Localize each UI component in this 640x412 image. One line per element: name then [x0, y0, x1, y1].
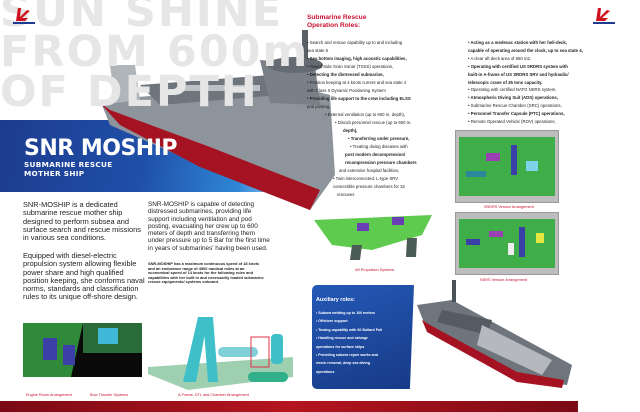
role-item: post modern decompression/	[345, 152, 406, 157]
role-item: • Operating with certified NATO NSRS sys…	[468, 87, 557, 93]
nsrs-plan-image	[455, 212, 559, 275]
roles-heading-1: Submarine Rescue	[307, 14, 367, 21]
hero-subtitle-2: MOTHER SHIP	[24, 169, 85, 178]
footer-bar	[0, 401, 578, 412]
caption-aft: Aft Propulsion Systems	[355, 268, 395, 272]
role-item: capable of operating around the clock, u…	[468, 47, 583, 53]
caption-engine: Engine Room Arrangement	[26, 393, 72, 397]
hero-title: SNR MOSHIP	[24, 136, 178, 161]
auxiliary-item: • Towing capability with 60 Bullard Pull	[316, 327, 383, 332]
role-item: recompression pressure chambers	[345, 160, 417, 165]
role-item: • Position keeping at 4 knots current an…	[307, 80, 407, 85]
intro-paragraph-3: SNR-MOSHIP is capable of detecting distr…	[148, 201, 270, 252]
auxiliary-item: operations	[316, 369, 335, 374]
role-item: • Towed Side Scan Sonar (TSSS) operation…	[307, 64, 394, 69]
auxiliary-item: • Subsea welding up to 100 meters	[316, 311, 375, 315]
auxiliary-roles-box: Auxiliary roles: • Subsea welding up to …	[312, 285, 414, 389]
caption-srdrs: SRDRS Version Arrangement	[484, 205, 534, 209]
auxiliary-heading: Auxiliary roles:	[316, 297, 355, 303]
brand-logo	[12, 6, 36, 26]
auxiliary-item: operations for surface ships	[316, 344, 365, 349]
engine-room-image	[23, 323, 142, 377]
role-item: • Transferring under pressure,	[348, 136, 410, 141]
intro-paragraph-4: SNR-MOSHIP has a maximum continuous spee…	[148, 261, 264, 285]
role-item: • Acting as a medevac station with her h…	[468, 40, 568, 45]
role-item: • Search and rescue capability up to and…	[307, 40, 403, 45]
aft-propulsion-image	[314, 215, 432, 260]
role-item: pod posting,	[307, 104, 331, 109]
role-item: • Detecting the distressed submarine,	[307, 72, 384, 77]
intro-paragraph-2: Equipped with diesel-electric propulsion…	[23, 251, 145, 302]
auxiliary-item: • Handling rescue and salvage	[316, 336, 368, 341]
background-headline-2: FROM 600m	[0, 27, 310, 77]
role-item: and extensive hospital facilities,	[339, 168, 400, 173]
srdrs-plan-image	[455, 130, 559, 203]
roles-heading-2: Operation Roles:	[307, 21, 361, 29]
auxiliary-item: • Offshore support	[316, 319, 348, 324]
role-item: with Class II Dynamic Positioning System	[307, 88, 386, 93]
ship-illustration-secondary	[417, 280, 572, 388]
intro-paragraph-1: SNR-MOSHIP is a dedicated submarine resc…	[23, 200, 141, 243]
role-item: • Providing life support to the crew inc…	[307, 96, 411, 101]
role-item: connectible pressure chambers for 32	[333, 184, 405, 189]
hero-subtitle-1: SUBMARINE RESCUE	[24, 160, 113, 169]
auxiliary-item: • Providing subsea repair works and	[316, 353, 378, 357]
role-item: • Treating diving diseases with	[350, 144, 408, 149]
caption-bow: Bow Thruster Systems	[90, 393, 129, 397]
role-item: • Submarine Rescue Chamber (SRC) operati…	[468, 103, 562, 109]
role-item: rescuees	[337, 192, 355, 197]
auxiliary-item: wreck removal, deep sea diving	[316, 361, 370, 366]
role-item: built-in A-frame of US SRDRS SRV and hyd…	[468, 71, 569, 77]
ship-illustration-main	[100, 30, 335, 210]
role-item: • Atmospheric Diving Suit (ADS) operatio…	[468, 95, 558, 101]
aframe-chamber-image	[148, 317, 293, 390]
role-item: • A clear aft deck area of 650 m2,	[468, 55, 532, 61]
background-headline-3: OF DEPTH	[0, 67, 259, 117]
role-item: • Personnel Transfer Capsule (PTC) opera…	[468, 111, 565, 117]
role-item: depth),	[343, 128, 358, 133]
role-item: • Remote Operated Vehicle (ROV) operatio…	[468, 119, 556, 124]
role-item: • External ventilation (up to 600 m. dep…	[325, 112, 406, 117]
role-item: telescopic crane of 35 tons capacity.	[468, 79, 543, 85]
role-item: • Twin interconnected, L-type SRV	[333, 176, 399, 181]
role-item: • Discub personnel rescue (up to 600 m.	[335, 120, 412, 125]
caption-aframe: A-Frame, DTL and Chamber Arrangement	[178, 393, 249, 397]
brand-logo-right	[592, 6, 616, 26]
caption-nsrs: NSRS Version Arrangement	[480, 278, 528, 282]
role-item: • Sea bottom imaging, high acoustic capa…	[307, 56, 407, 61]
background-headline-1: SUN SHINE	[0, 0, 284, 37]
role-item: sea state 6	[307, 48, 329, 53]
role-item: • Operating with certified US SRDRS syst…	[468, 63, 568, 69]
